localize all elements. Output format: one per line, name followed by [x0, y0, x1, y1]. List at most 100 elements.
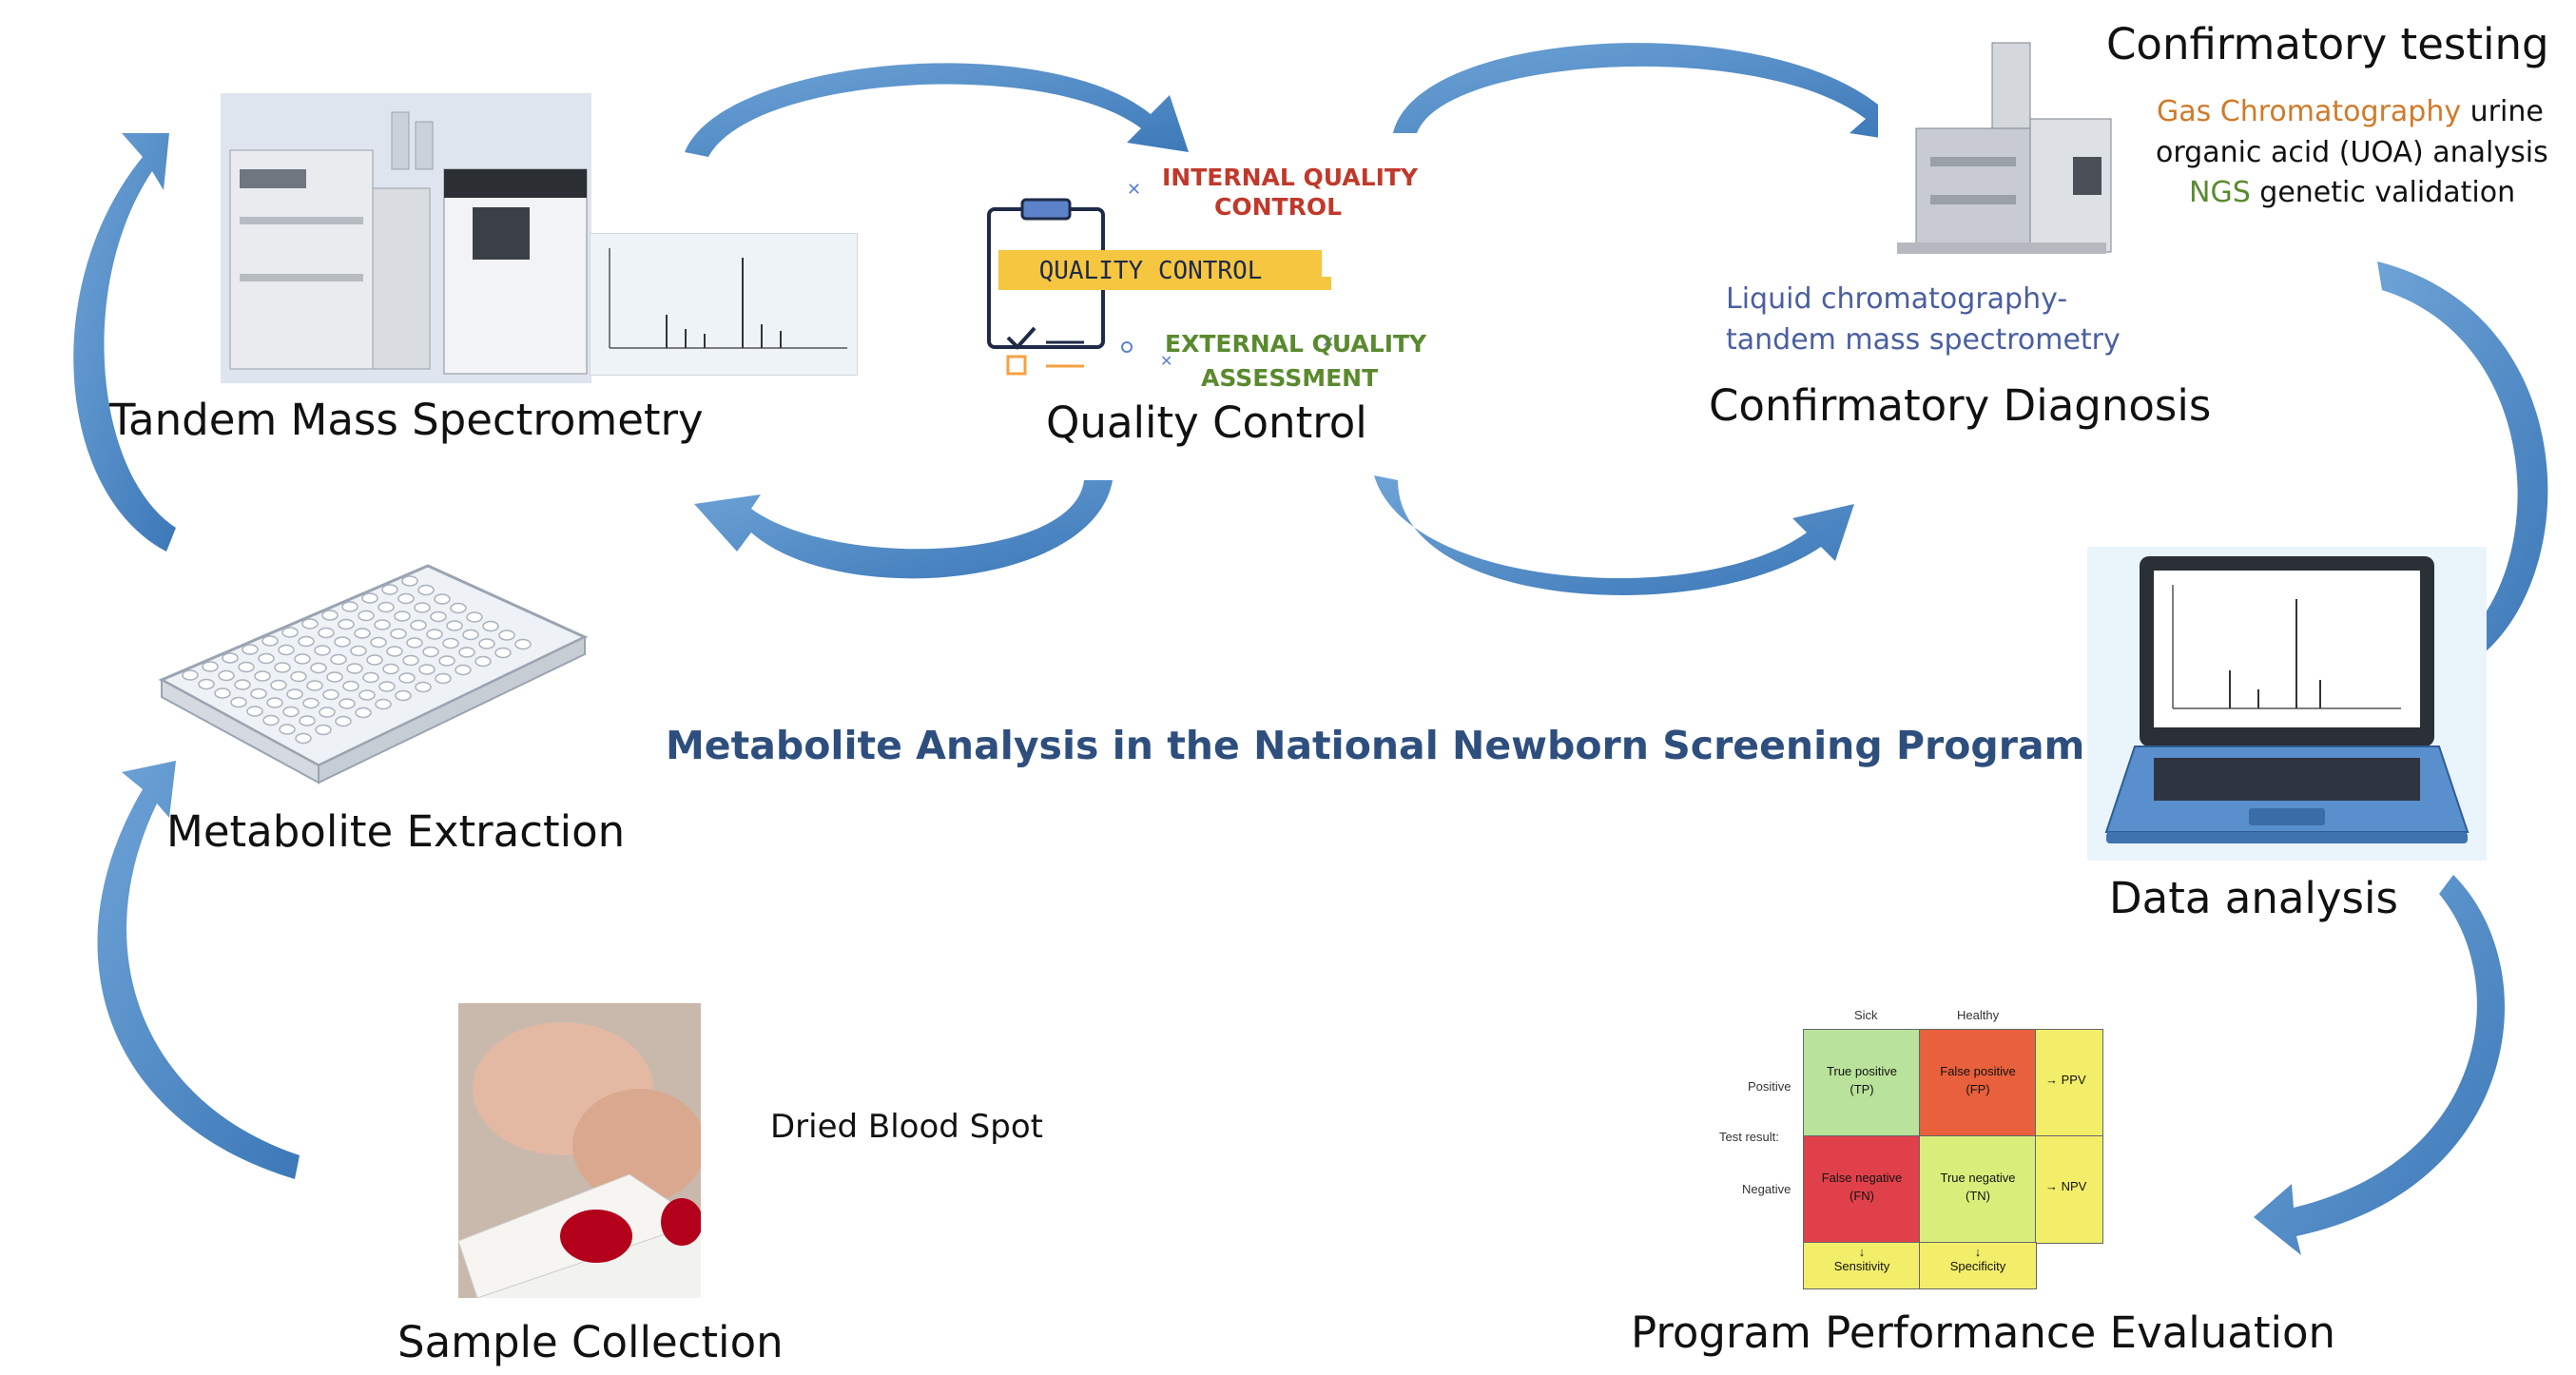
plate-well: [410, 619, 427, 631]
plate-well: [418, 664, 436, 675]
step-confirm-dx-label: Confirmatory Diagnosis: [1709, 380, 2212, 431]
plate-well: [390, 628, 407, 640]
plate-well: [475, 655, 492, 668]
step-tms-label: Tandem Mass Spectrometry: [109, 395, 704, 445]
ngs-highlight: NGS: [2189, 176, 2251, 209]
step-sample-collection-label: Sample Collection: [397, 1317, 784, 1367]
col-header-sick: Sick: [1854, 1008, 1878, 1022]
plate-well: [299, 715, 316, 726]
plate-well: [361, 592, 378, 604]
plate-well: [302, 697, 320, 709]
plate-well: [322, 688, 339, 701]
tms-instrument-photo: [221, 93, 591, 383]
plate-well: [346, 663, 363, 674]
row-header-positive: Positive: [1748, 1079, 1792, 1094]
arrow-qc-to-confirm-dx: [1374, 475, 1854, 595]
cell-npv: → NPV: [2035, 1135, 2103, 1244]
plate-well: [417, 584, 435, 596]
confirmatory-uoa-line: organic acid (UOA) analysis: [2156, 136, 2548, 169]
confirmatory-ngs-line: NGS genetic validation: [2189, 176, 2515, 209]
plate-well: [362, 671, 379, 684]
plate-well: [274, 662, 291, 673]
external-qc-line2: ASSESSMENT: [1201, 364, 1379, 392]
confirmatory-gc-line: Gas Chromatography urine: [2157, 95, 2544, 128]
plate-well: [294, 653, 311, 665]
plate-well: [242, 644, 259, 655]
plate-well: [301, 618, 319, 629]
cell-true-negative: True negative (TN): [1919, 1135, 2037, 1244]
plate-well: [366, 654, 383, 666]
plate-well: [342, 680, 359, 692]
plate-well: [354, 628, 371, 639]
newborn-heel-photo: [458, 1003, 701, 1298]
arrow-qc-to-tms: [694, 480, 1113, 579]
arrow-qc-to-confirm: [1393, 43, 1911, 143]
plate-well: [281, 627, 299, 638]
plate-well: [378, 681, 396, 692]
plate-well: [462, 629, 479, 641]
svg-text:✕: ✕: [1160, 354, 1172, 370]
plate-well: [315, 724, 332, 736]
plate-well: [318, 627, 335, 639]
external-qc-line1: EXTERNAL QUALITY: [1165, 330, 1427, 358]
plate-well: [254, 670, 271, 682]
plate-well: [341, 601, 358, 612]
plate-well: [466, 611, 483, 623]
clipboard-icon: QUALITY CONTROL ✕ ✕ ✕: [987, 180, 1334, 376]
plate-well: [406, 637, 423, 649]
plate-well: [261, 635, 279, 647]
plate-well: [330, 653, 347, 666]
col-header-healthy: Healthy: [1957, 1008, 2000, 1022]
plate-well: [258, 652, 275, 665]
plate-well: [218, 669, 235, 682]
plate-well: [370, 636, 387, 649]
plate-well: [222, 652, 239, 664]
step-data-analysis-label: Data analysis: [2109, 873, 2398, 923]
step-performance-label: Program Performance Evaluation: [1631, 1307, 2336, 1358]
qc-graphic: QUALITY CONTROL ✕ ✕ ✕: [979, 157, 1426, 395]
plate-well: [214, 688, 231, 699]
plate-well: [386, 646, 403, 657]
fn-line1: False negative: [1821, 1171, 1903, 1185]
step-qc-label: Quality Control: [1046, 397, 1367, 448]
plate-well: [339, 698, 356, 709]
plate-well: [422, 646, 439, 658]
plate-well: [334, 636, 351, 648]
confirmatory-testing-heading: Confirmatory testing: [2106, 19, 2549, 69]
confusion-matrix: Sick Healthy Positive Test result: Negat…: [1712, 1008, 2111, 1298]
plate-well: [319, 707, 336, 718]
specificity-label: Specificity: [1949, 1259, 2006, 1273]
lc-text-line1: Liquid chromatography-: [1726, 282, 2068, 316]
plate-well: [314, 645, 331, 656]
arrow-data-to-performance: [2254, 875, 2506, 1255]
plate-well: [326, 671, 343, 683]
plate-well: [438, 655, 455, 667]
svg-text:✕: ✕: [1127, 180, 1141, 199]
tp-line2: (TP): [1850, 1082, 1874, 1096]
cell-ppv: → PPV: [2035, 1029, 2103, 1137]
down-arrow-icon: ↓: [1858, 1245, 1866, 1259]
plate-well: [335, 715, 352, 727]
plate-well: [458, 647, 475, 658]
plate-well: [434, 593, 451, 605]
plate-well: [498, 629, 515, 641]
plate-well: [286, 688, 303, 700]
plate-well: [382, 663, 399, 675]
plate-well: [426, 629, 443, 640]
plate-well: [321, 610, 339, 621]
plate-well: [450, 602, 467, 614]
plate-well: [230, 696, 247, 708]
plate-well: [358, 689, 376, 701]
arrow-extraction-to-tms: [73, 133, 176, 552]
plate-well: [282, 706, 300, 718]
plate-well: [270, 679, 287, 691]
well-plate-image: [152, 556, 590, 784]
fn-line2: (FN): [1850, 1189, 1874, 1203]
plate-well: [482, 620, 499, 632]
plate-well: [355, 707, 372, 719]
plate-well: [266, 697, 283, 708]
plate-well: [310, 662, 327, 674]
sensitivity-label: Sensitivity: [1833, 1259, 1890, 1273]
fp-line1: False positive: [1940, 1064, 2016, 1078]
